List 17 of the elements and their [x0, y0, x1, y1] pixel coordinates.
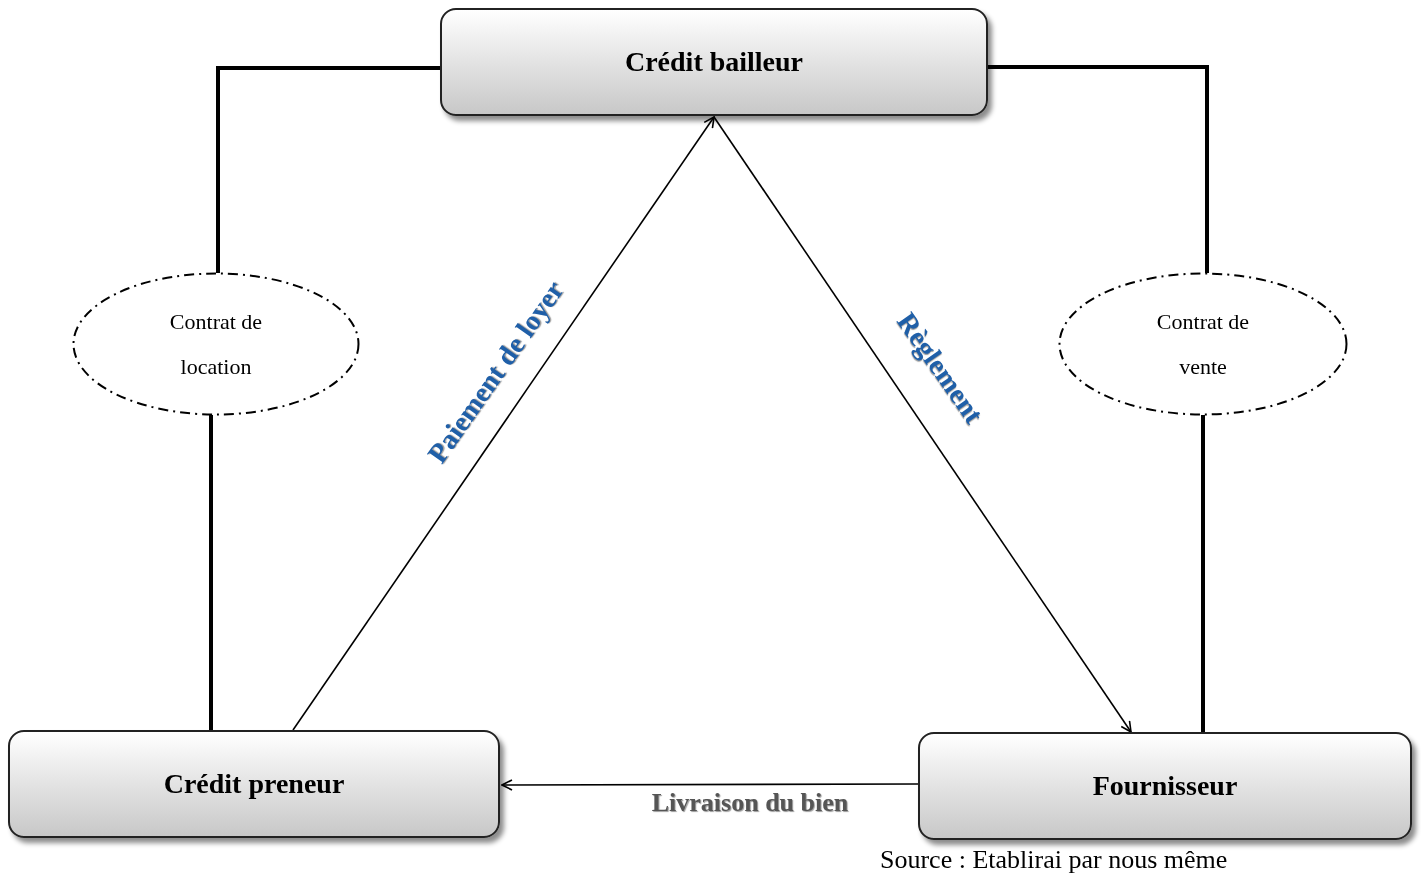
node-title: Fournisseur	[1092, 769, 1238, 803]
arrow	[292, 116, 715, 731]
node-label: Contrat de location	[168, 308, 264, 381]
connector-line	[988, 65, 1209, 273]
rounded-box	[918, 732, 1412, 840]
node-title: Crédit preneur	[163, 767, 345, 801]
node-label: Contrat de vente	[1155, 308, 1251, 381]
rounded-box	[440, 8, 988, 116]
arrow	[501, 779, 919, 791]
connector-line	[209, 415, 213, 730]
node-title: Crédit bailleur	[624, 45, 804, 79]
connector-line	[1201, 415, 1205, 732]
arrow	[713, 116, 1132, 733]
caption: Source : Etablirai par nous même	[880, 844, 1228, 873]
connector-line	[216, 66, 440, 273]
rounded-box	[8, 730, 500, 838]
edge-label: Livraison du bien	[651, 786, 849, 819]
